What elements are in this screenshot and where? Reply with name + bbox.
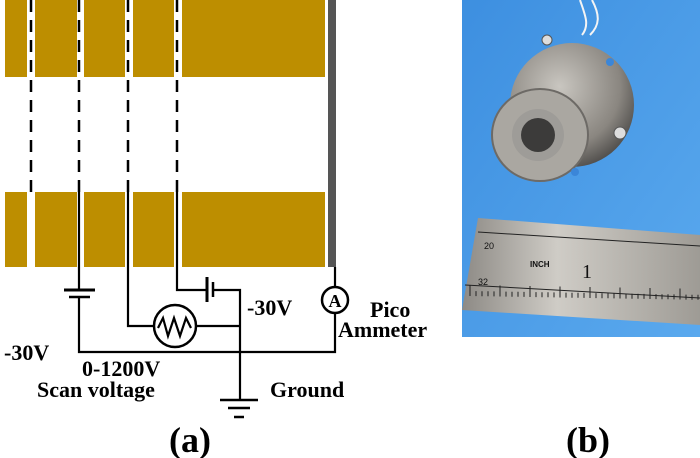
- caption-a: (a): [169, 420, 211, 458]
- scan-voltage-label: Scan voltage: [37, 377, 155, 402]
- electrode-3-bottom: [84, 192, 125, 267]
- electrode-2-bottom: [35, 192, 77, 267]
- electrode-2-top: [35, 0, 77, 77]
- ammeter-label: Ammeter: [338, 317, 427, 342]
- electrode-stack: [5, 0, 325, 267]
- ground-label: Ground: [270, 377, 344, 402]
- ruler-mark: 1: [582, 261, 592, 283]
- electrode-4-top: [133, 0, 174, 77]
- electrode-5-top: [182, 0, 325, 77]
- ruler-number-bottom: 32: [478, 277, 488, 287]
- electrode-1-bottom: [5, 192, 27, 267]
- caption-b: (b): [566, 420, 610, 458]
- left-voltage-label: -30V: [4, 340, 49, 365]
- right-voltage-label: -30V: [247, 295, 292, 320]
- electrode-3-top: [84, 0, 125, 77]
- grids: [29, 0, 179, 200]
- ruler-number-top: 20: [484, 241, 494, 251]
- electrode-1-top: [5, 0, 27, 77]
- resistor-zigzag-icon: [157, 314, 192, 340]
- device-photo: 20 32 INCH 1: [462, 0, 700, 337]
- collector-plate: [328, 0, 336, 267]
- electrode-5-bottom: [182, 192, 325, 267]
- electrode-4-bottom: [133, 192, 174, 267]
- pico-label: Pico: [370, 297, 410, 322]
- ruler-unit: INCH: [530, 260, 550, 269]
- scan-range-label: 0-1200V: [82, 356, 160, 381]
- ammeter-symbol: A: [329, 291, 342, 311]
- circuit-wires: [64, 192, 337, 419]
- scan-voltage-source: [152, 303, 198, 349]
- ammeter: A: [320, 285, 350, 315]
